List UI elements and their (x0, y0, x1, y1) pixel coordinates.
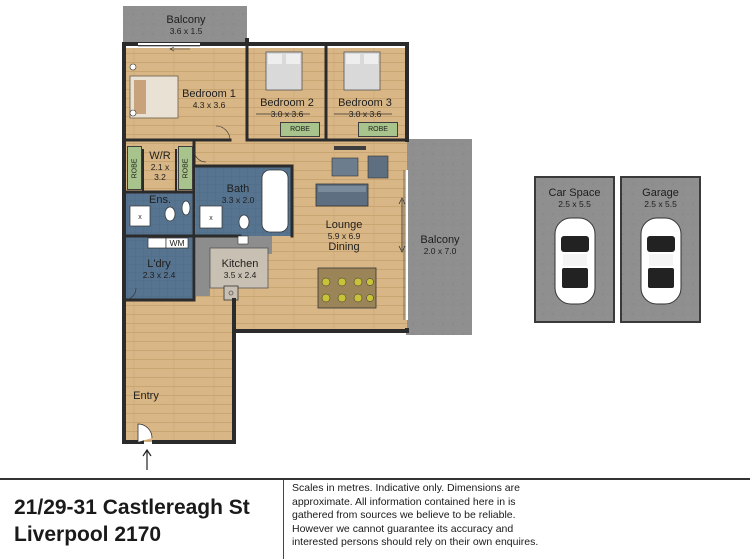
entry-label: Entry (128, 390, 164, 402)
wall-entry-west (122, 298, 144, 444)
robe-label: ROBE (368, 126, 388, 133)
svg-text:x: x (138, 214, 142, 221)
balcony-side-floor (406, 139, 472, 335)
car-space-label: Car Space 2.5 x 5.5 (538, 187, 611, 209)
laundry-tub (147, 237, 167, 249)
robe-wr-left: ROBE (127, 146, 142, 190)
room-name: Bedroom 2 (260, 97, 314, 109)
wm-label: WM (166, 238, 188, 248)
room-name: W/R (149, 150, 171, 162)
lounge-label: Lounge 5.9 x 6.9 Dining (314, 219, 374, 253)
room-name: Car Space (548, 187, 601, 199)
room-dims: 3.0 x 3.6 (270, 109, 304, 119)
floor-plan: x x (122, 6, 701, 470)
footer-rule (0, 478, 750, 480)
property-address: 21/29-31 Castlereagh St Liverpool 2170 (14, 494, 250, 548)
bath-shower (199, 205, 223, 229)
svg-text:x: x (209, 215, 213, 222)
bath-label: Bath 3.3 x 2.0 (212, 183, 264, 205)
room-name: Garage (642, 187, 679, 199)
room-name: Bedroom 1 (182, 88, 236, 100)
room-dims: 3.0 x 3.6 (348, 109, 382, 119)
room-dims: 2.5 x 5.5 (644, 199, 677, 209)
kitchen-label: Kitchen 3.5 x 2.4 (212, 258, 268, 280)
robe-wr-right: ROBE (178, 146, 193, 190)
laundry-label: L'dry 2.3 x 2.4 (134, 258, 184, 280)
timber-floor-entry (124, 300, 234, 442)
footer-divider (283, 480, 284, 559)
room-name: L'dry (147, 258, 171, 270)
room-dims: 2.5 x 5.5 (558, 199, 591, 209)
room-dims: 5.9 x 6.9 (327, 231, 361, 241)
room-dims: 3.3 x 2.0 (221, 195, 255, 205)
robe-label: ROBE (131, 158, 138, 178)
address-suburb: Liverpool 2170 (14, 523, 162, 546)
room-dims: 3.2 (154, 172, 166, 182)
wm-text: WM (169, 238, 185, 248)
bedroom2-label: Bedroom 2 3.0 x 3.6 (252, 97, 322, 119)
car-icon-1 (554, 217, 596, 305)
room-name: Bedroom 3 (338, 97, 392, 109)
balcony-top-label: Balcony 3.6 x 1.5 (140, 14, 232, 36)
balcony-side-label: Balcony 2.0 x 7.0 (410, 234, 470, 256)
footer: 21/29-31 Castlereagh St Liverpool 2170 S… (0, 478, 750, 559)
garage-label: Garage 2.5 x 5.5 (624, 187, 697, 209)
room-dims: 4.3 x 3.6 (192, 100, 226, 110)
dining-chairs (321, 277, 374, 303)
room-name: Bath (226, 183, 250, 195)
address-street: 21/29-31 Castlereagh St (14, 496, 250, 519)
room-dims: 3.6 x 1.5 (169, 26, 203, 36)
car-icon-2 (640, 217, 682, 305)
room-dims: 2.1 x (150, 162, 170, 172)
robe-bedroom2: ROBE (280, 122, 320, 137)
room-dims: 3.5 x 2.4 (223, 270, 257, 280)
disclaimer-text: Scales in metres. Indicative only. Dimen… (292, 482, 539, 548)
armchair (367, 155, 389, 179)
tv-unit (334, 146, 366, 150)
entry-arrow (142, 448, 152, 470)
robe-label: ROBE (290, 126, 310, 133)
room-dims: 2.3 x 2.4 (142, 270, 176, 280)
robe-bedroom3: ROBE (358, 122, 398, 137)
wall-south (232, 328, 409, 333)
bedroom1-label: Bedroom 1 4.3 x 3.6 (176, 88, 242, 110)
wall-entry-east (152, 298, 236, 444)
ensuite-shower (129, 205, 151, 227)
room-name: Entry (133, 390, 159, 402)
washing-machine (165, 237, 189, 249)
room-dims: 2.0 x 7.0 (423, 246, 457, 256)
bath-tub (261, 169, 289, 233)
balcony-top-floor (123, 6, 247, 44)
robe-label: ROBE (182, 158, 189, 178)
room-name-2: Dining (328, 241, 360, 253)
room-name: Lounge (325, 219, 363, 231)
coffee-table (331, 157, 359, 177)
ensuite-label: Ens. (140, 194, 180, 206)
floor-plan-drawing: x x (122, 6, 701, 470)
room-name: Kitchen (221, 258, 259, 270)
kitchen-bench-left (196, 236, 210, 296)
room-name: Balcony (166, 14, 206, 26)
bedroom3-label: Bedroom 3 3.0 x 3.6 (330, 97, 400, 119)
wr-label: W/R 2.1 x 3.2 (145, 150, 175, 182)
room-name: Ens. (148, 194, 171, 206)
kitchen-island (209, 247, 269, 289)
cooktop (223, 285, 239, 301)
entry-door (137, 423, 153, 442)
room-name: Balcony (420, 234, 460, 246)
